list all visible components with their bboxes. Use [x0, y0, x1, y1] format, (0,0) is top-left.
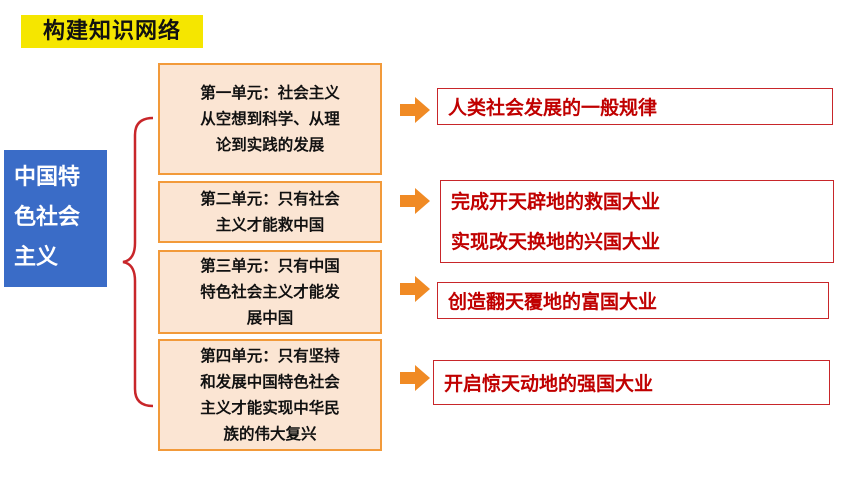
unit-line: 主义才能救中国 — [215, 216, 325, 234]
unit-line: 第二单元：只有社会 — [200, 190, 340, 208]
unit-line: 和发展中国特色社会 — [200, 373, 340, 391]
unit-line: 从空想到科学、从理 — [200, 110, 340, 128]
unit-line: 特色社会主义才能发 — [200, 283, 340, 301]
arrow-right-icon — [400, 188, 430, 214]
arrow-right-icon — [400, 97, 430, 123]
outcome-box-4: 开启惊天动地的强国大业 — [433, 360, 830, 405]
central-topic: 中国特 色社会 主义 — [4, 150, 107, 287]
outcome-text: 开启惊天动地的强国大业 — [444, 373, 654, 395]
central-topic-line: 主义 — [14, 245, 59, 270]
unit-line: 第一单元：社会主义 — [200, 84, 340, 102]
outcome-text: 人类社会发展的一般规律 — [448, 97, 658, 119]
unit-box-3: 第三单元：只有中国 特色社会主义才能发 展中国 — [158, 250, 382, 334]
central-topic-line: 色社会 — [14, 205, 81, 230]
unit-line: 展中国 — [246, 309, 294, 327]
arrow-right-icon — [400, 276, 430, 302]
unit-box-1: 第一单元：社会主义 从空想到科学、从理 论到实践的发展 — [158, 63, 382, 175]
page-title: 构建知识网络 — [21, 15, 203, 48]
arrow-right-icon — [400, 365, 430, 391]
left-brace — [122, 116, 154, 408]
unit-box-4: 第四单元：只有坚持 和发展中国特色社会 主义才能实现中华民 族的伟大复兴 — [158, 339, 382, 451]
unit-line: 论到实践的发展 — [215, 136, 325, 154]
outcome-text: 实现改天换地的兴国大业 — [451, 230, 661, 253]
outcome-box-1: 人类社会发展的一般规律 — [437, 88, 833, 125]
unit-line: 族的伟大复兴 — [223, 425, 317, 443]
outcome-box-2: 完成开天辟地的救国大业 实现改天换地的兴国大业 — [440, 180, 834, 263]
outcome-text: 完成开天辟地的救国大业 — [451, 190, 661, 213]
unit-line: 第四单元：只有坚持 — [200, 347, 340, 365]
unit-box-2: 第二单元：只有社会 主义才能救中国 — [158, 181, 382, 243]
central-topic-line: 中国特 — [14, 165, 81, 190]
unit-line: 主义才能实现中华民 — [200, 399, 340, 417]
unit-line: 第三单元：只有中国 — [200, 257, 340, 275]
outcome-text: 创造翻天覆地的富国大业 — [448, 291, 658, 313]
outcome-box-3: 创造翻天覆地的富国大业 — [437, 282, 829, 319]
